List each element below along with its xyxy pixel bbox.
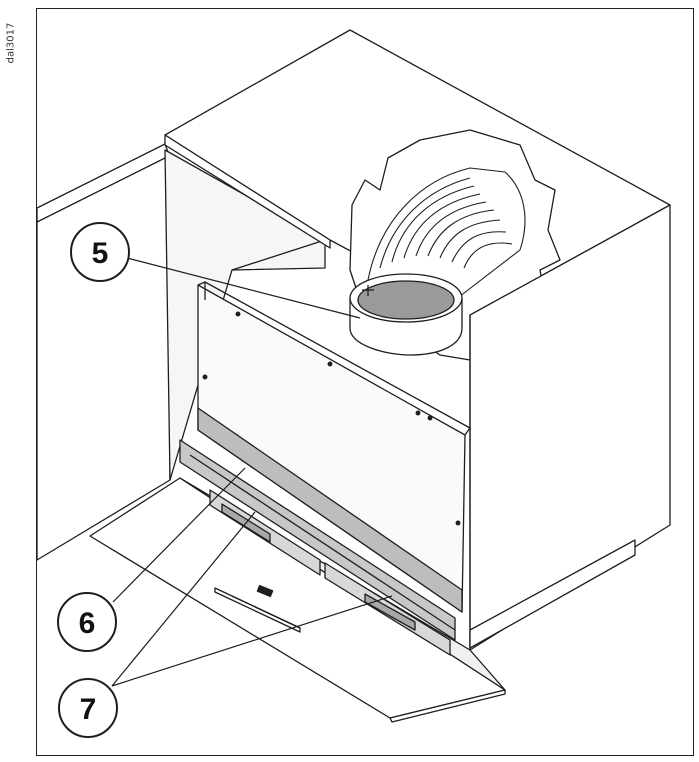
leader-line-7a [111, 511, 256, 687]
flexible-duct [367, 167, 526, 301]
callout-5: 5 [70, 222, 130, 282]
callout-7-label: 7 [80, 693, 97, 726]
grease-filter [179, 407, 463, 641]
duct-collar [349, 273, 463, 356]
leader-line-7b [111, 595, 393, 687]
leader-lines [111, 257, 393, 687]
callout-6: 6 [57, 592, 117, 652]
callout-6-label: 6 [79, 607, 96, 640]
leader-line-6 [112, 467, 246, 603]
callout-5-label: 5 [92, 237, 109, 270]
leader-line-5 [126, 257, 361, 319]
callout-7: 7 [58, 678, 118, 738]
extractor-tray [89, 477, 506, 723]
right-cabinet-side [469, 204, 671, 651]
